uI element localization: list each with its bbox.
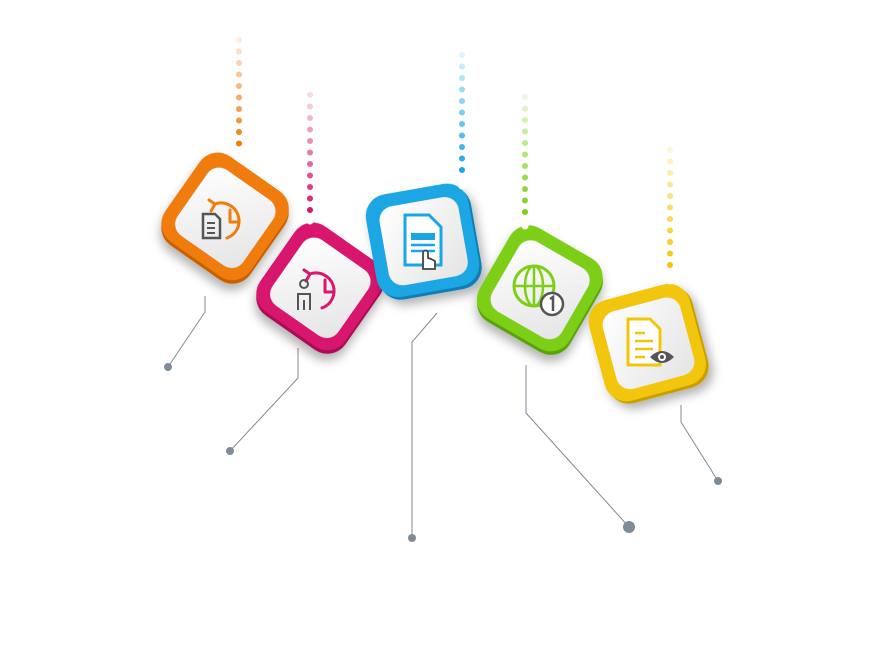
dotted-line-dot	[307, 92, 313, 98]
step-tile-document-click	[365, 182, 482, 300]
dotted-line-dot	[459, 63, 465, 70]
dotted-line-dot	[236, 140, 242, 147]
dotted-line-dot	[236, 60, 242, 66]
dotted-line-dot	[236, 129, 242, 135]
connector-end-dot	[164, 363, 172, 371]
connector-end-dot	[714, 477, 722, 485]
dotted-line-dot	[459, 121, 465, 127]
hanging-hole	[666, 277, 674, 285]
dotted-line-dot	[522, 197, 528, 204]
hanging-hole	[458, 182, 466, 190]
dotted-line-dot	[236, 48, 242, 55]
dotted-line-dot	[667, 227, 673, 234]
dotted-line-dot	[522, 163, 528, 169]
step-tile-web-one	[476, 222, 603, 355]
connector-line	[680, 405, 719, 482]
document-click-icon	[403, 213, 443, 270]
step-tile-document-view	[588, 277, 709, 404]
connector-line	[167, 296, 206, 368]
dotted-line-dot	[236, 117, 242, 124]
dotted-line-dot	[667, 239, 673, 245]
connector-end-dot	[226, 447, 234, 455]
dotted-line-dot	[236, 37, 242, 43]
dotted-line-dot	[522, 140, 528, 146]
dotted-line-dot	[667, 250, 673, 257]
dotted-line-dot	[667, 193, 673, 199]
dotted-line-dot	[459, 86, 465, 93]
dotted-line-dot	[307, 103, 313, 110]
dotted-line-dot	[522, 186, 528, 192]
step-tiles	[161, 147, 709, 404]
dotted-line-dot	[307, 172, 313, 179]
document-eye-icon	[626, 317, 674, 367]
step-tile-document-history	[161, 147, 289, 284]
dotted-line-dot	[307, 161, 313, 167]
dotted-line-dot	[667, 216, 673, 222]
dotted-line-dot	[522, 94, 528, 100]
connector-line	[411, 312, 438, 538]
connector-line	[525, 365, 630, 528]
dotted-line-dot	[236, 94, 242, 101]
dotted-line-dot	[667, 158, 673, 165]
dotted-line-dot	[667, 204, 673, 211]
dotted-line-dot	[307, 184, 313, 190]
dotted-line-dot	[307, 126, 313, 133]
dotted-line-dot	[459, 155, 465, 162]
dotted-line-dot	[459, 144, 465, 150]
user-history-icon	[297, 268, 336, 310]
dotted-line-dot	[667, 170, 673, 176]
globe-number-icon	[512, 264, 565, 317]
dotted-line-dot	[236, 106, 242, 112]
dotted-line-dot	[459, 98, 465, 104]
connector-line	[229, 348, 299, 452]
dotted-line-dot	[236, 83, 242, 89]
connector-end-dot	[623, 521, 635, 533]
dotted-line-dot	[667, 262, 673, 268]
step-tile-user-history	[256, 217, 384, 354]
dotted-line-dot	[667, 147, 673, 153]
dotted-line-dot	[459, 52, 465, 58]
dotted-lines	[236, 37, 673, 268]
dotted-line-dot	[522, 128, 528, 135]
hanging-hole	[521, 222, 529, 230]
dotted-line-dot	[522, 117, 528, 123]
connector-end-dot	[408, 534, 416, 542]
dotted-line-dot	[522, 151, 528, 158]
dotted-line-dot	[307, 138, 313, 144]
dotted-line-dot	[307, 149, 313, 156]
dotted-line-dot	[459, 167, 465, 173]
document-history-icon	[201, 198, 241, 240]
dotted-line-dot	[522, 209, 528, 215]
dotted-line-dot	[307, 115, 313, 121]
hanging-hole	[235, 147, 243, 155]
dotted-line-dot	[522, 174, 528, 181]
hanging-hole	[306, 217, 314, 225]
dotted-line-dot	[236, 71, 242, 78]
dotted-line-dot	[459, 75, 465, 81]
dotted-line-dot	[307, 207, 313, 213]
dotted-line-dot	[667, 181, 673, 188]
dotted-line-dot	[307, 195, 313, 202]
dotted-line-dot	[459, 132, 465, 139]
connector-lines	[164, 296, 722, 542]
dotted-line-dot	[522, 105, 528, 112]
dotted-line-dot	[459, 109, 465, 116]
